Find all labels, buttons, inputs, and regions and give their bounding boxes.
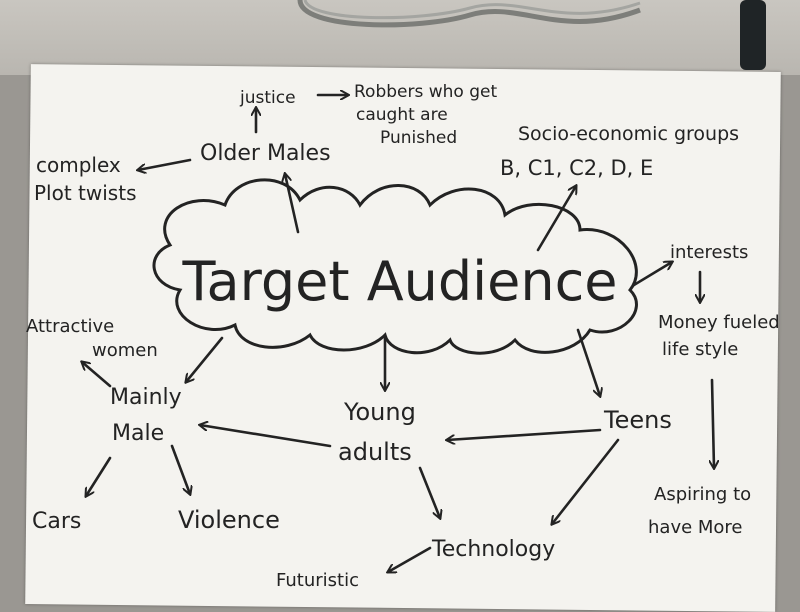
label-cars: Cars [32,509,81,534]
cable [297,0,641,28]
label-futuristic: Futuristic [276,570,359,591]
label-complex-2: Plot twists [34,181,137,205]
arrow-young-male [200,425,332,448]
label-young-2: adults [338,438,412,466]
arrow-cloud-interests [632,262,672,287]
label-attractive-2: women [92,340,158,361]
label-socio-1: Socio-economic groups [518,123,739,145]
label-mainly-1: Mainly [110,385,182,410]
cloud-shape [152,178,638,355]
arrow-olderMales-complex [138,158,192,170]
label-justice: justice [239,88,296,108]
arrow-male-violence [170,444,190,494]
arrow-teens-technology [552,438,620,524]
arrow-cloud-teens [576,328,600,396]
arrow-teens-young [447,428,602,440]
arrow-mainly-attractive [82,362,112,388]
label-mainly-2: Male [112,421,164,446]
arrow-technology-futuristic [388,546,432,572]
arrow-cloud-olderMales [285,174,300,234]
cable-2 [303,0,641,20]
label-young-1: Young [343,398,416,426]
center-title: Target Audience [181,250,617,313]
label-technology: Technology [431,537,555,562]
label-money-2: life style [662,339,738,360]
label-older-males: Older Males [200,141,331,166]
label-teens: Teens [603,406,672,434]
label-robbers-1: Robbers who get [354,82,497,102]
label-complex-1: complex [36,153,121,177]
arrow-male-cars [86,456,112,496]
label-violence: Violence [178,506,280,534]
label-interests: interests [670,242,748,263]
label-robbers-2: caught are [356,105,448,125]
label-aspiring-2: have More [648,517,743,538]
label-robbers-3: Punished [380,128,457,148]
pen [740,0,766,70]
label-attractive-1: Attractive [26,316,114,337]
arrow-young-technology [418,466,440,518]
label-aspiring-1: Aspiring to [654,484,751,505]
arrow-cloud-socio [536,186,576,252]
desk-surface [0,0,800,75]
arrow-cloud-mainlyMale [186,336,224,382]
label-socio-2: B, C1, C2, D, E [500,156,653,180]
label-money-1: Money fueled [658,312,780,333]
arrow-money-aspiring [712,378,714,468]
